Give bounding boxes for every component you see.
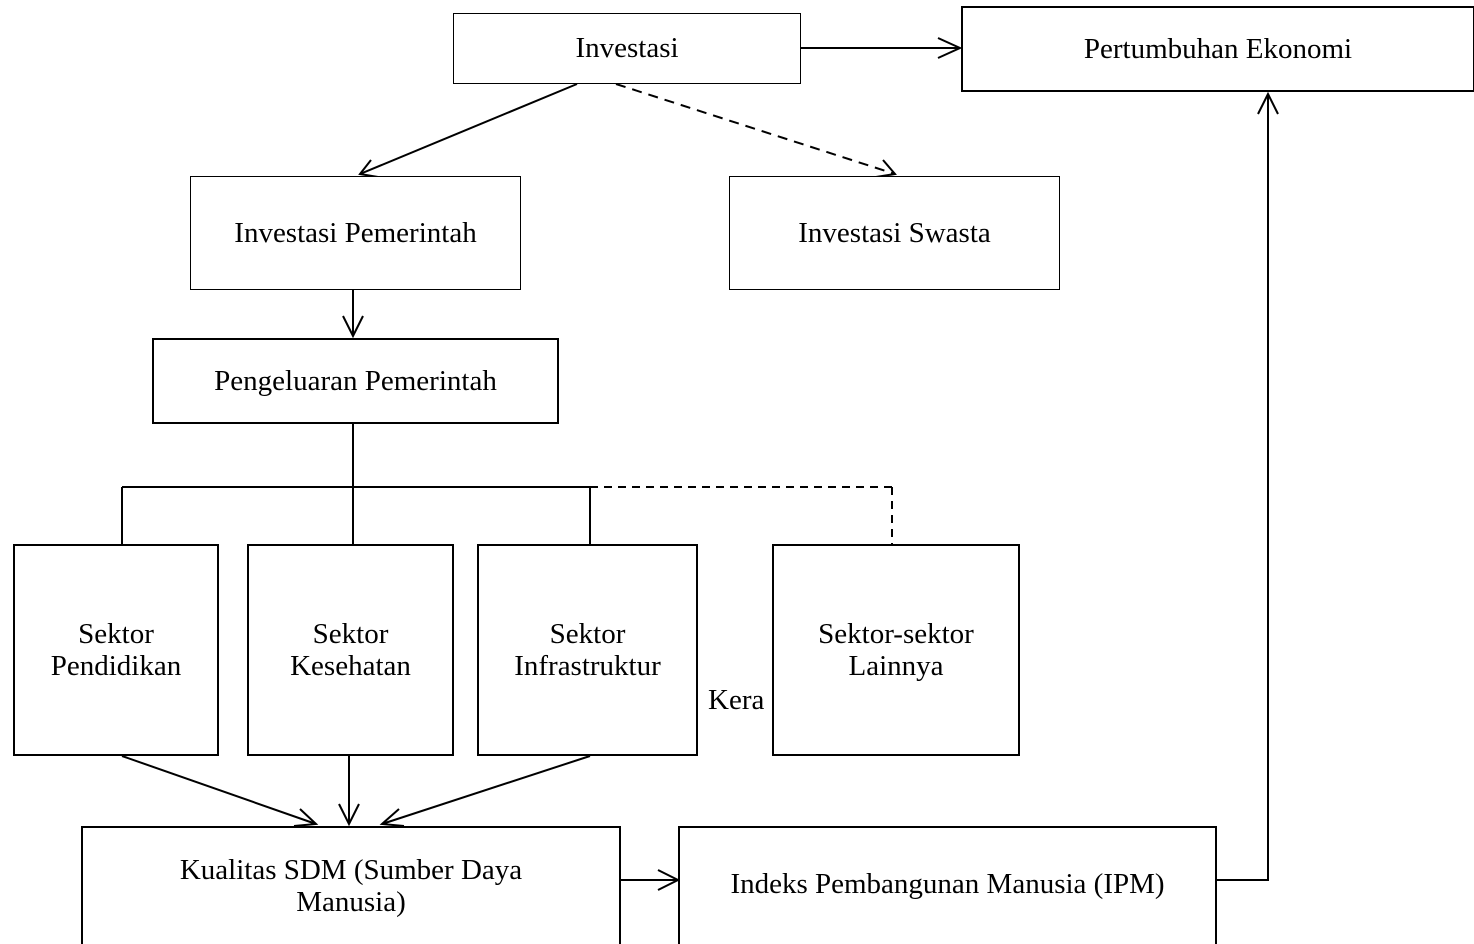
- arrow-infrastruktur-to-sdm: [381, 755, 591, 825]
- node-investasi-pemerintah-label: Investasi Pemerintah: [234, 216, 477, 249]
- arrowhead: [937, 37, 963, 59]
- node-ipm-label: Indeks Pembangunan Manusia (IPM): [730, 867, 1165, 900]
- node-pertumbuhan-ekonomi: Pertumbuhan Ekonomi: [961, 6, 1474, 92]
- node-sektor-lainnya-line2: Lainnya: [848, 650, 944, 682]
- arrowhead: [342, 315, 364, 339]
- node-kualitas-sdm: Kualitas SDM (Sumber Daya Manusia): [81, 826, 621, 944]
- node-investasi-swasta: Investasi Swasta: [729, 176, 1060, 290]
- arrowhead: [293, 808, 319, 827]
- arrowhead: [1257, 91, 1279, 115]
- node-kualitas-sdm-line2: Manusia): [296, 886, 406, 918]
- node-sektor-kesehatan: Sektor Kesehatan: [247, 544, 454, 756]
- node-ipm: Indeks Pembangunan Manusia (IPM): [678, 826, 1217, 944]
- arrow-pendidikan-to-sdm: [121, 755, 317, 825]
- node-investasi-pemerintah: Investasi Pemerintah: [190, 176, 521, 290]
- node-sektor-infrastruktur-line1: Sektor: [549, 617, 626, 650]
- node-investasi-label: Investasi: [575, 32, 679, 65]
- node-sektor-kesehatan-line2: Kesehatan: [290, 650, 411, 682]
- arrow-investasi-to-swasta: [615, 83, 896, 175]
- node-pengeluaran-pemerintah: Pengeluaran Pemerintah: [152, 338, 559, 424]
- arrowhead: [379, 808, 405, 827]
- node-kualitas-sdm-line1: Kualitas SDM (Sumber Daya: [179, 853, 523, 886]
- node-sektor-pendidikan: Sektor Pendidikan: [13, 544, 219, 756]
- arrowhead: [338, 803, 360, 827]
- node-sektor-kesehatan-line1: Sektor: [312, 617, 389, 650]
- node-sektor-infrastruktur: Sektor Infrastruktur: [477, 544, 698, 756]
- node-pertumbuhan-ekonomi-label: Pertumbuhan Ekonomi: [1083, 32, 1353, 65]
- node-sektor-lainnya: Sektor-sektor Lainnya: [772, 544, 1020, 756]
- arrow-investasi-to-pemerintah: [359, 83, 578, 175]
- node-sektor-infrastruktur-line2: Infrastruktur: [514, 650, 661, 682]
- stray-text-kera: Kera: [708, 684, 765, 716]
- node-sektor-pendidikan-line2: Pendidikan: [50, 650, 182, 682]
- arrow-ipm-to-pertumbuhan: [1216, 94, 1269, 881]
- node-pengeluaran-pemerintah-label: Pengeluaran Pemerintah: [214, 364, 497, 397]
- node-sektor-lainnya-line1: Sektor-sektor: [818, 617, 974, 650]
- node-investasi-swasta-label: Investasi Swasta: [798, 216, 991, 249]
- node-sektor-pendidikan-line1: Sektor: [78, 617, 154, 650]
- node-investasi: Investasi: [453, 13, 801, 84]
